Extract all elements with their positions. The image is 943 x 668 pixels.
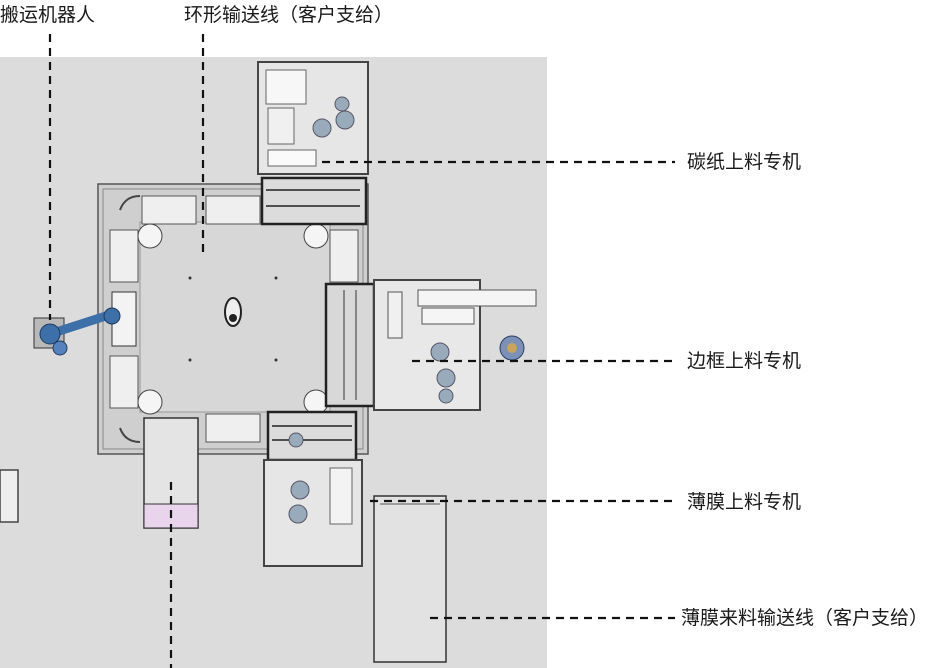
outlet-conveyor [143,417,199,529]
frame-station [324,279,537,411]
label-frame-station: 边框上料专机 [687,350,802,372]
carbon-paper-station [257,61,369,226]
label-handling-robot: 搬运机器人 [0,4,96,26]
handling-robot [33,307,121,356]
label-film-station: 薄膜上料专机 [687,491,802,513]
leader-lines [48,34,675,668]
film-station [263,410,363,567]
film-incoming-conveyor [373,495,447,663]
label-film-incoming-conveyor: 薄膜来料输送线（客户支给） [681,607,929,629]
ring-conveyor [97,183,369,455]
label-ring-conveyor: 环形输送线（客户支给） [184,4,394,26]
label-carbon-paper-station: 碳纸上料专机 [687,151,802,173]
partial-equipment [0,469,19,523]
